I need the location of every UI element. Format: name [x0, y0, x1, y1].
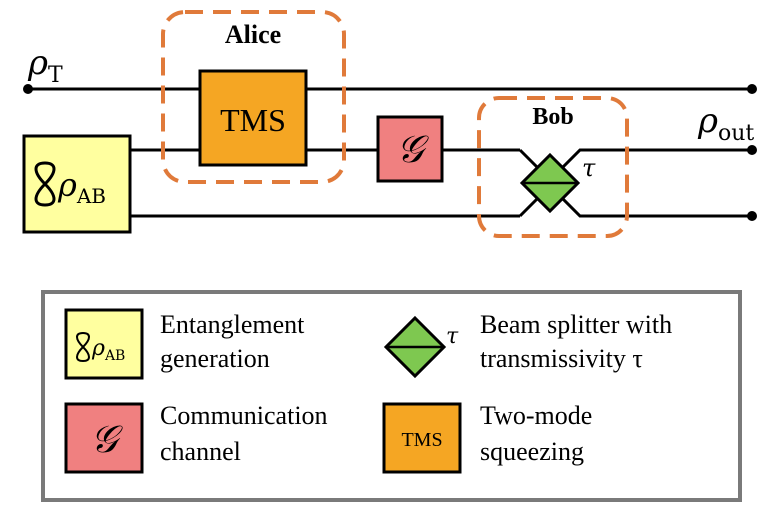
tms-box: TMS: [198, 69, 308, 167]
legend-channel-text: Communication channel: [160, 401, 334, 466]
legend-entanglement-glyph-icon: [76, 331, 90, 363]
rho-t-label: ρT: [27, 43, 63, 88]
rho-out-label: ρout: [697, 101, 754, 146]
wires: [28, 87, 752, 218]
entanglement-glyph-icon: [34, 161, 56, 207]
beam-splitter-icon: [519, 152, 581, 214]
dot-bottom-right: [747, 211, 757, 221]
svg-text:TMS: TMS: [220, 102, 286, 138]
legend-beam-splitter-icon: [383, 315, 447, 379]
dot-top-left: [23, 84, 33, 94]
rho-ab-label: ρAB: [57, 166, 106, 208]
bs-path-b: [518, 183, 752, 218]
alice-label: Alice: [225, 20, 281, 49]
legend-tms-swatch: TMS: [382, 402, 462, 474]
tau-label: τ: [582, 154, 596, 182]
alice-frame: [161, 10, 346, 184]
legend-channel-swatch: 𝒢: [64, 402, 144, 474]
legend-beam-splitter-text: Beam splitter with transmissivity τ: [480, 310, 679, 373]
legend-tms-text: Two-mode squeezing: [480, 401, 599, 466]
bs-path-a: [518, 148, 752, 183]
bob-frame: [477, 96, 629, 238]
bob-label: Bob: [532, 104, 573, 130]
legend-entanglement-swatch: ρAB: [64, 308, 144, 380]
channel-box: 𝒢: [376, 115, 444, 183]
svg-text:TMS: TMS: [401, 429, 442, 451]
legend-tau-label: τ: [446, 324, 459, 349]
entanglement-source-box: ρAB: [22, 134, 132, 234]
svg-text:ρAB: ρAB: [91, 336, 125, 364]
legend-entanglement-text: Entanglement generation: [160, 310, 311, 373]
dot-middle-right: [747, 145, 757, 155]
dot-top-right: [747, 84, 757, 94]
